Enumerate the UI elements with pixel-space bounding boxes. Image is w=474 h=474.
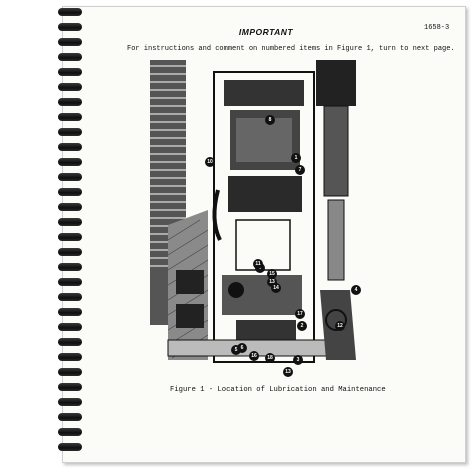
spiral-coil <box>58 68 82 76</box>
callout-label: 11 <box>255 261 261 267</box>
spiral-binding <box>58 8 84 460</box>
spiral-coil <box>58 173 82 181</box>
callout-18: 18 <box>265 353 275 363</box>
instruction-text: For instructions and comment on numbered… <box>127 45 455 53</box>
callout-4: 4 <box>351 285 361 295</box>
side-panel <box>167 210 209 360</box>
spiral-coil <box>58 128 82 136</box>
spiral-coil <box>58 323 82 331</box>
spiral-coil <box>58 383 82 391</box>
spiral-coil <box>58 368 82 376</box>
spiral-coil <box>58 338 82 346</box>
callout-5: 5 <box>231 345 241 355</box>
callout-label: 16 <box>251 353 257 359</box>
machine-diagram: 81710911131415416171223181365 <box>150 60 361 377</box>
page-number: 1658-3 <box>424 24 450 32</box>
spiral-coil <box>58 443 82 451</box>
page-title: IMPORTANT <box>238 27 294 37</box>
callout-17: 17 <box>295 309 305 319</box>
callout-14: 14 <box>271 283 281 293</box>
spiral-coil <box>58 143 82 151</box>
callout-label: 6 <box>241 345 244 351</box>
spiral-coil <box>58 413 82 421</box>
callout-label: 4 <box>355 287 358 293</box>
callout-11: 11 <box>253 259 263 269</box>
spiral-coil <box>58 38 82 46</box>
callout-label: 12 <box>337 323 343 329</box>
spiral-coil <box>58 263 82 271</box>
callout-label: 10 <box>207 159 213 165</box>
spiral-coil <box>58 188 82 196</box>
callout-label: 7 <box>299 167 302 173</box>
spiral-coil <box>58 428 82 436</box>
callout-label: 18 <box>267 355 273 361</box>
spiral-coil <box>58 113 82 121</box>
callout-label: 3 <box>297 357 300 363</box>
spiral-coil <box>58 293 82 301</box>
spiral-coil <box>58 53 82 61</box>
callout-label: 2 <box>301 323 304 329</box>
spiral-coil <box>58 218 82 226</box>
spiral-coil <box>58 308 82 316</box>
spiral-coil <box>58 158 82 166</box>
callout-10: 10 <box>205 157 215 167</box>
callout-13: 13 <box>283 367 293 377</box>
callout-label: 14 <box>273 285 279 291</box>
spiral-coil <box>58 248 82 256</box>
spiral-coil <box>58 83 82 91</box>
callout-7: 7 <box>295 165 305 175</box>
callout-8: 8 <box>265 115 275 125</box>
spiral-coil <box>58 23 82 31</box>
spiral-coil <box>58 233 82 241</box>
spiral-coil <box>58 8 82 16</box>
spiral-coil <box>58 98 82 106</box>
callout-label: 17 <box>297 311 303 317</box>
callout-markers: 81710911131415416171223181365 <box>205 115 361 377</box>
figure-caption: Figure 1 - Location of Lubrication and M… <box>170 386 386 394</box>
callout-3: 3 <box>293 355 303 365</box>
spiral-coil <box>58 398 82 406</box>
callout-label: 1 <box>295 155 298 161</box>
spiral-coil <box>58 203 82 211</box>
callout-15: 15 <box>267 269 277 279</box>
lift-cylinder <box>316 60 356 360</box>
callout-label: 13 <box>269 279 275 285</box>
callout-label: 15 <box>269 271 275 277</box>
callout-label: 5 <box>235 347 238 353</box>
callout-1: 1 <box>291 153 301 163</box>
callout-2: 2 <box>297 321 307 331</box>
callout-label: 13 <box>285 369 291 375</box>
callout-label: 8 <box>269 117 272 123</box>
callout-12: 12 <box>335 321 345 331</box>
callout-16: 16 <box>249 351 259 361</box>
spiral-coil <box>58 278 82 286</box>
spiral-coil <box>58 353 82 361</box>
